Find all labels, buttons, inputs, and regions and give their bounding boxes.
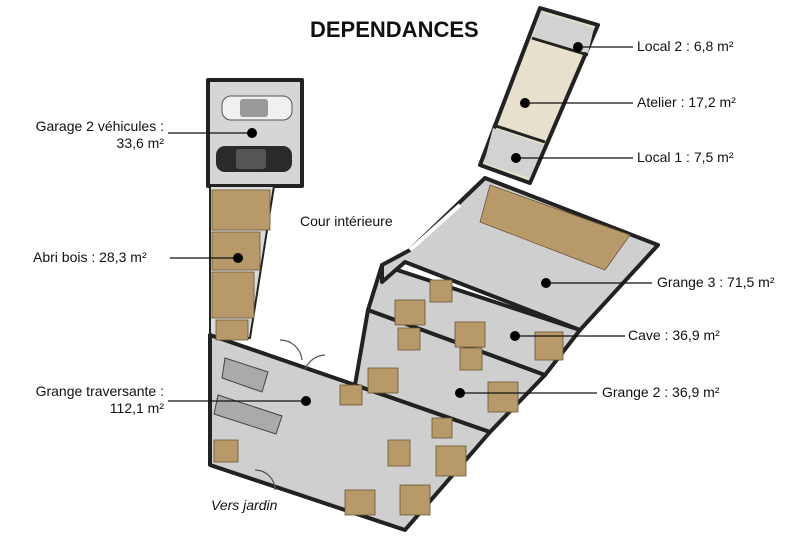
label-garage-line1: Garage 2 véhicules : <box>35 118 164 134</box>
grange-traversante-room <box>208 333 492 532</box>
label-grange-3: Grange 3 : 71,5 m² <box>657 274 775 290</box>
grange-3-room <box>380 176 660 332</box>
label-garage: Garage 2 véhicules : 33,6 m² <box>36 118 164 152</box>
label-grange-traversante-line2: 112,1 m² <box>109 400 164 416</box>
label-local-1: Local 1 : 7,5 m² <box>637 149 734 165</box>
crates <box>211 184 631 516</box>
car-icon <box>221 95 293 121</box>
room-marker-dots <box>233 42 583 406</box>
label-grange-traversante-line1: Grange traversante : <box>35 383 164 399</box>
label-grange-2: Grange 2 : 36,9 m² <box>602 384 720 400</box>
label-atelier: Atelier : 17,2 m² <box>637 94 736 110</box>
car-icon <box>216 146 292 172</box>
label-cave: Cave : 36,9 m² <box>628 327 720 343</box>
label-cour-interieure: Cour intérieure <box>300 213 393 229</box>
trailer-icon <box>213 357 283 435</box>
label-vers-jardin: Vers jardin <box>211 497 278 513</box>
cave-room <box>366 263 582 377</box>
label-local-2: Local 2 : 6,8 m² <box>637 38 734 54</box>
page-title: DEPENDANCES <box>310 17 479 42</box>
label-grange-traversante: Grange traversante : 112,1 m² <box>36 383 164 417</box>
label-abri-bois: Abri bois : 28,3 m² <box>33 249 147 265</box>
label-garage-line2: 33,6 m² <box>116 135 164 151</box>
